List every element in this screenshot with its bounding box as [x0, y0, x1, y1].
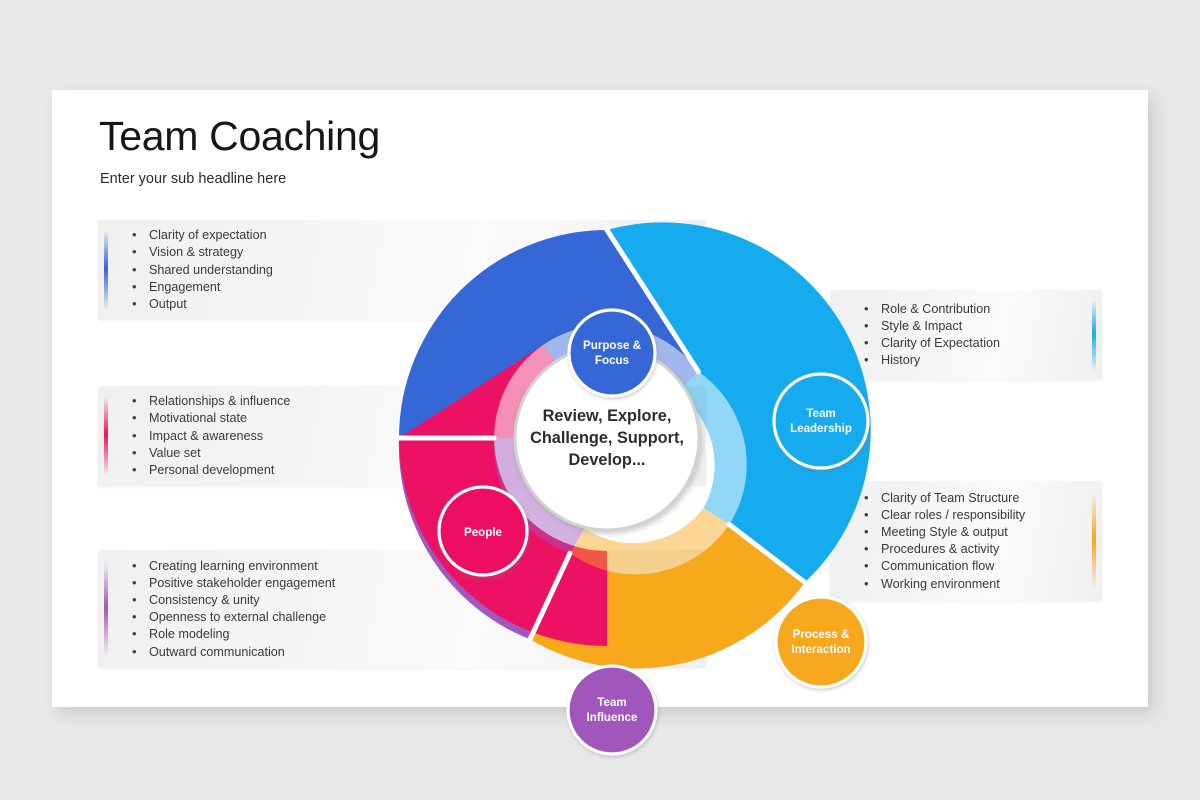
- wheel-separators: [396, 227, 808, 642]
- swirl-process-interaction: [570, 508, 730, 575]
- bullet-dot-icon: •: [132, 244, 137, 260]
- list-item: •Style & Impact: [864, 318, 963, 334]
- panel-accent-bar: [104, 396, 108, 476]
- bullet-dot-icon: •: [132, 227, 137, 243]
- segment-team-leadership[interactable]: [607, 222, 871, 583]
- info-panel-team-leadership[interactable]: •Role & Contribution •Style & Impact •Cl…: [830, 290, 1102, 380]
- list-item: •Clarity of expectation: [132, 227, 267, 243]
- bullet-dot-icon: •: [864, 318, 869, 334]
- bullet-dot-icon: •: [864, 352, 869, 368]
- node-label-line-1: Team: [597, 696, 626, 709]
- list-item: •Consistency & unity: [132, 592, 260, 608]
- list-item: •Clarity of Expectation: [864, 335, 1000, 351]
- center-line-2: Challenge, Support,: [530, 429, 684, 447]
- node-team-influence[interactable]: Team Influence: [566, 664, 658, 756]
- list-item: •Positive stakeholder engagement: [132, 574, 336, 590]
- node-label-line-2: Influence: [587, 711, 638, 724]
- list-item: •Openness to external challenge: [132, 609, 327, 625]
- info-panel-process-interaction[interactable]: •Clarity of Team Structure •Clear roles …: [830, 481, 1102, 601]
- bullet-dot-icon: •: [864, 335, 869, 351]
- list-item: •Creating learning environment: [132, 557, 318, 573]
- list-item: •Outward communication: [132, 643, 285, 659]
- bullet-dot-icon: •: [132, 278, 137, 294]
- bullet-dot-icon: •: [864, 489, 869, 505]
- bullet-dot-icon: •: [132, 444, 137, 460]
- bullet-list: •Clarity of Team Structure •Clear roles …: [860, 481, 1084, 601]
- bullet-dot-icon: •: [132, 461, 137, 477]
- center-line-1: Review, Explore,: [543, 407, 672, 425]
- list-item: •Role modeling: [132, 626, 230, 642]
- panel-accent-bar: [104, 561, 108, 657]
- node-label-line-1: Team: [806, 407, 835, 420]
- page-title: Team Coaching: [99, 113, 380, 159]
- bullet-dot-icon: •: [864, 575, 869, 591]
- pinwheel-diagram: Review, Explore, Challenge, Support, Dev…: [377, 208, 871, 756]
- bullet-list: •Relationships & influence •Motivational…: [128, 386, 688, 486]
- list-item: •History: [864, 352, 921, 368]
- swirl-team-leadership: [677, 371, 747, 525]
- bullet-dot-icon: •: [132, 626, 137, 642]
- list-item: •Working environment: [864, 575, 1000, 591]
- list-item: •Value set: [132, 444, 201, 460]
- node-team-leadership[interactable]: Team Leadership: [772, 372, 870, 470]
- node-circle[interactable]: [772, 372, 870, 470]
- bullet-dot-icon: •: [132, 609, 137, 625]
- center-caption: Review, Explore, Challenge, Support, Dev…: [530, 407, 684, 469]
- bullet-dot-icon: •: [864, 541, 869, 557]
- node-label-line-1: Purpose &: [583, 339, 642, 352]
- bullet-dot-icon: •: [132, 427, 137, 443]
- node-circle[interactable]: [567, 308, 657, 398]
- list-item: •Clarity of Team Structure: [864, 489, 1020, 505]
- swirl-team-influence: [493, 438, 585, 554]
- list-item: •Vision & strategy: [132, 244, 244, 260]
- bullet-dot-icon: •: [132, 592, 137, 608]
- bullet-dot-icon: •: [864, 300, 869, 316]
- bullet-dot-icon: •: [132, 410, 137, 426]
- list-item: •Clear roles / responsibility: [864, 506, 1026, 522]
- list-item: •Role & Contribution: [864, 300, 991, 316]
- segment-purpose-focus[interactable]: [399, 230, 699, 438]
- bullet-list: •Role & Contribution •Style & Impact •Cl…: [860, 290, 1084, 380]
- bullet-dot-icon: •: [132, 643, 137, 659]
- list-item: •Motivational state: [132, 410, 248, 426]
- center-line-3: Develop...: [569, 451, 646, 469]
- list-item: •Shared understanding: [132, 261, 273, 277]
- list-item: •Communication flow: [864, 558, 995, 574]
- node-label-line-2: Focus: [595, 354, 629, 367]
- node-people[interactable]: People: [437, 485, 529, 577]
- panel-accent-bar: [1092, 493, 1096, 589]
- bullet-dot-icon: •: [864, 524, 869, 540]
- list-item: •Personal development: [132, 461, 275, 477]
- list-item: •Procedures & activity: [864, 541, 1000, 557]
- bullet-dot-icon: •: [864, 558, 869, 574]
- node-circle[interactable]: [566, 664, 658, 756]
- bullet-dot-icon: •: [132, 574, 137, 590]
- bullet-list: •Clarity of expectation •Vision & strate…: [128, 220, 688, 320]
- bullet-dot-icon: •: [132, 393, 137, 409]
- node-label-line-2: Leadership: [790, 422, 852, 435]
- panel-accent-bar: [104, 230, 108, 310]
- bullet-dot-icon: •: [132, 295, 137, 311]
- page-subtitle: Enter your sub headline here: [100, 171, 287, 187]
- list-item: •Engagement: [132, 278, 221, 294]
- node-process-interaction[interactable]: Process & Interaction: [774, 595, 868, 689]
- list-item: •Output: [132, 295, 187, 311]
- bullet-dot-icon: •: [132, 261, 137, 277]
- node-label-line-1: Process &: [793, 628, 850, 641]
- node-purpose-focus[interactable]: Purpose & Focus: [567, 308, 657, 398]
- node-circle[interactable]: [437, 485, 529, 577]
- bullet-list: •Creating learning environment •Positive…: [128, 550, 688, 668]
- swirl-people: [493, 344, 558, 438]
- node-label-line-1: People: [464, 526, 503, 539]
- slide-canvas: Team Coaching Enter your sub headline he…: [52, 90, 1148, 756]
- node-circle[interactable]: [774, 595, 868, 689]
- list-item: •Impact & awareness: [132, 427, 264, 443]
- list-item: •Relationships & influence: [132, 393, 291, 409]
- bullet-dot-icon: •: [132, 557, 137, 573]
- list-item: •Meeting Style & output: [864, 524, 1008, 540]
- panel-accent-bar: [1092, 299, 1096, 371]
- bullet-dot-icon: •: [864, 506, 869, 522]
- node-label-line-2: Interaction: [791, 643, 850, 656]
